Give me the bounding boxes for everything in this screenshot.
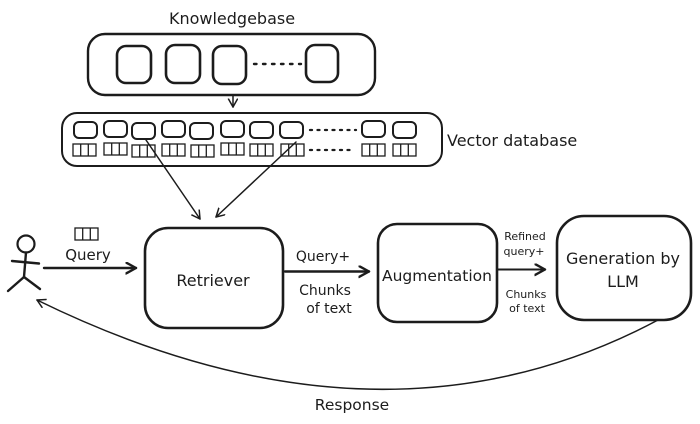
query-edge: Query: [42, 227, 138, 268]
query-plus-label: Query+: [296, 249, 350, 265]
embedding-cells-icon: [103, 142, 128, 156]
query-label: Query: [65, 246, 111, 264]
user-body: [22, 251, 28, 279]
embedding-cells-icon: [220, 142, 245, 156]
retriever-node: Retriever: [143, 226, 285, 330]
generation-label-line2: LLM: [607, 272, 639, 291]
vector-database-label: Vector database: [447, 131, 577, 150]
vdb-to-retriever-arrow-2: [215, 141, 297, 218]
document-icon: [115, 44, 153, 85]
vector-chunk-icon: [131, 122, 156, 140]
augmentation-box: [376, 222, 499, 324]
vector-chunk-icon: [189, 122, 214, 140]
vector-database-node: Vector database: [61, 112, 577, 167]
user-leg-right: [22, 275, 42, 291]
document-icon: [304, 43, 340, 84]
generation-llm-node: Generation by LLM: [555, 214, 693, 322]
user-stick-figure: [6, 234, 42, 293]
vector-chunk-icon: [220, 120, 245, 138]
knowledgebase-box: [86, 32, 377, 97]
vector-chunk-icon: [392, 121, 417, 139]
document-icon: [211, 44, 248, 86]
response-arrow: [36, 300, 659, 391]
document-icon: [164, 43, 202, 85]
knowledgebase-node: Knowledgebase: [86, 9, 377, 97]
embedding-cells-icon: [190, 144, 215, 158]
retriever-to-augmentation-edge: Query+ Chunks of text: [283, 249, 371, 317]
retriever-box: [143, 226, 285, 330]
augmentation-to-generation-edge: Refined query+ Chunks of text: [497, 230, 547, 315]
refined-label-line2: query+: [504, 245, 545, 258]
vector-chunk-icon: [279, 121, 304, 139]
retriever-label: Retriever: [176, 271, 250, 290]
user-head: [16, 234, 36, 254]
augmentation-label: Augmentation: [382, 267, 492, 285]
vector-database-box: [61, 112, 443, 167]
chunks-small-label-line1: Chunks: [506, 288, 547, 301]
vector-chunk-icon: [361, 120, 386, 138]
user-arms: [10, 259, 41, 265]
vector-chunk-icon: [103, 120, 128, 138]
generation-label-line1: Generation by: [566, 249, 680, 268]
vector-chunk-icon: [73, 121, 98, 139]
generation-box: [555, 214, 693, 322]
vector-chunk-icon: [161, 120, 186, 138]
embedding-cells-icon: [72, 143, 97, 157]
chunks-label-line1: Chunks: [299, 283, 351, 299]
embedding-cells-icon: [161, 143, 186, 157]
user-leg-left: [6, 275, 26, 293]
vector-chunk-icon: [249, 121, 274, 139]
refined-label-line1: Refined: [504, 230, 546, 243]
embedding-cells-icon: [392, 143, 417, 157]
augmentation-node: Augmentation: [376, 222, 499, 324]
chunks-label-line2: of text: [306, 301, 352, 317]
knowledgebase-label: Knowledgebase: [169, 9, 295, 28]
chunks-small-label-line2: of text: [509, 302, 545, 315]
response-label: Response: [315, 396, 389, 414]
embedding-cells-icon: [249, 143, 274, 157]
vdb-to-retriever-arrow-1: [145, 139, 201, 220]
query-doc-icon: [74, 227, 99, 241]
response-edge: Response: [36, 300, 659, 414]
embedding-cells-icon: [361, 143, 386, 157]
